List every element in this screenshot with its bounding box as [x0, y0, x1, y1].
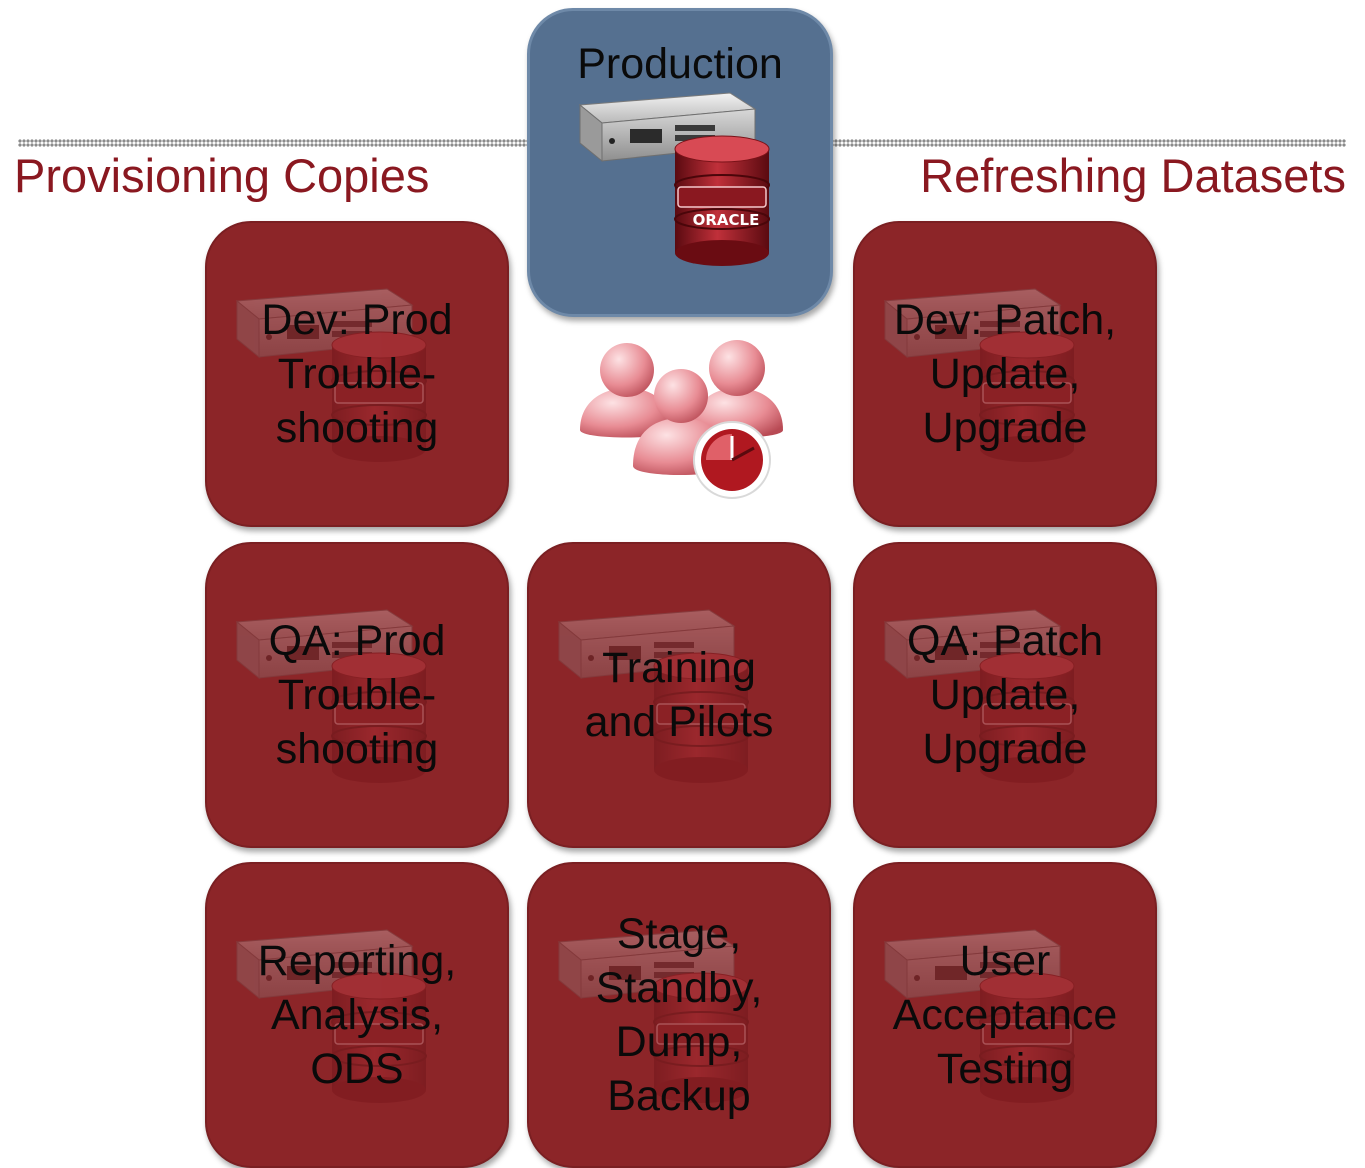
- tile-training-and-pilots[interactable]: Training and Pilots: [527, 542, 831, 848]
- production-server-icon: ORACLE: [579, 92, 770, 267]
- refreshing-datasets-heading: Refreshing Datasets: [920, 149, 1346, 202]
- tile-label-line: QA: Prod: [268, 617, 446, 665]
- clock-icon: [693, 421, 771, 499]
- tile-label-line: ODS: [310, 1045, 404, 1093]
- tile-label-line: User: [959, 937, 1051, 985]
- tile-label-line: Reporting,: [257, 937, 457, 985]
- tile-reporting-analysis-ods[interactable]: Reporting, Analysis, ODS: [205, 862, 509, 1168]
- people-clock-icon: [580, 340, 783, 499]
- production-title: Production: [577, 40, 783, 88]
- tile-label-line: Update,: [929, 350, 1081, 398]
- provisioning-copies-heading: Provisioning Copies: [14, 149, 430, 202]
- tile-label-line: Standby,: [595, 964, 763, 1012]
- oracle-logo-text: ORACLE: [693, 211, 760, 229]
- tile-dev-patch-update-upgrade[interactable]: Dev: Patch, Update, Upgrade: [853, 221, 1157, 527]
- tile-label-line: Upgrade: [922, 404, 1088, 452]
- tile-label-line: Update,: [929, 671, 1081, 719]
- production-tile[interactable]: ORACLE Production: [527, 8, 833, 317]
- tile-label-line: Dev: Patch,: [893, 296, 1117, 344]
- tile-qa-prod-troubleshooting[interactable]: QA: Prod Trouble- shooting: [205, 542, 509, 848]
- tile-label-line: Trouble-: [277, 671, 437, 719]
- tile-label-line: Upgrade: [922, 725, 1088, 773]
- tile-label-line: Training: [602, 644, 756, 692]
- tile-label-line: shooting: [275, 725, 439, 773]
- tile-label-line: Testing: [936, 1045, 1074, 1093]
- tile-dev-prod-troubleshooting[interactable]: Dev: Prod Trouble- shooting: [205, 221, 509, 527]
- tile-label-line: Trouble-: [277, 350, 437, 398]
- tile-label-line: QA: Patch: [907, 617, 1103, 665]
- tile-label-line: Acceptance: [892, 991, 1118, 1039]
- tile-label-line: Stage,: [616, 910, 742, 958]
- tile-user-acceptance-testing[interactable]: User Acceptance Testing: [853, 862, 1157, 1168]
- tile-label-line: and Pilots: [584, 698, 774, 746]
- tile-label-line: Analysis,: [270, 991, 444, 1039]
- tile-label-line: shooting: [275, 404, 439, 452]
- tile-qa-patch-update-upgrade[interactable]: QA: Patch Update, Upgrade: [853, 542, 1157, 848]
- tile-label-line: Dev: Prod: [261, 296, 453, 344]
- tile-stage-standby-dump-backup[interactable]: Stage, Standby, Dump, Backup: [527, 862, 831, 1168]
- tile-label-line: Backup: [607, 1072, 751, 1120]
- tile-label-line: Dump,: [615, 1018, 743, 1066]
